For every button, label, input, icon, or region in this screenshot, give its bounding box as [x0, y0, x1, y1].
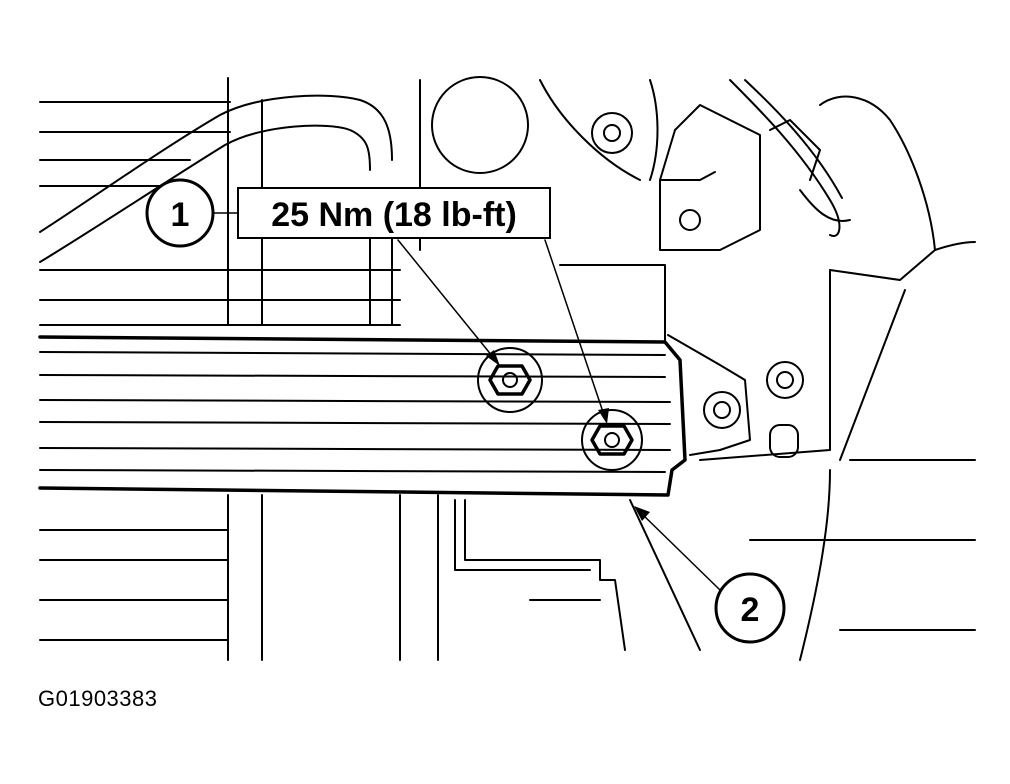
arrowhead-rail	[634, 506, 650, 521]
torque-spec-text: 25 Nm (18 lb-ft)	[271, 196, 517, 234]
mounting-nut-2	[581, 409, 643, 471]
callout-2: 2	[714, 572, 786, 644]
leader-lines	[211, 212, 721, 591]
upper-housing	[419, 76, 976, 251]
figure-identifier: G01903383	[38, 686, 158, 711]
mounting-bracket	[667, 249, 976, 661]
torque-spec-label: 25 Nm (18 lb-ft)	[237, 187, 551, 239]
callout-1: 1	[145, 178, 215, 248]
arrowhead-nut-2	[598, 408, 609, 424]
arrowhead-nut-1	[486, 350, 500, 366]
callout-1-number: 1	[171, 196, 190, 234]
cross-member-rail	[38, 264, 687, 497]
lower-structure	[39, 494, 701, 661]
mounting-nut-1	[477, 347, 543, 413]
callout-2-number: 2	[741, 591, 760, 629]
